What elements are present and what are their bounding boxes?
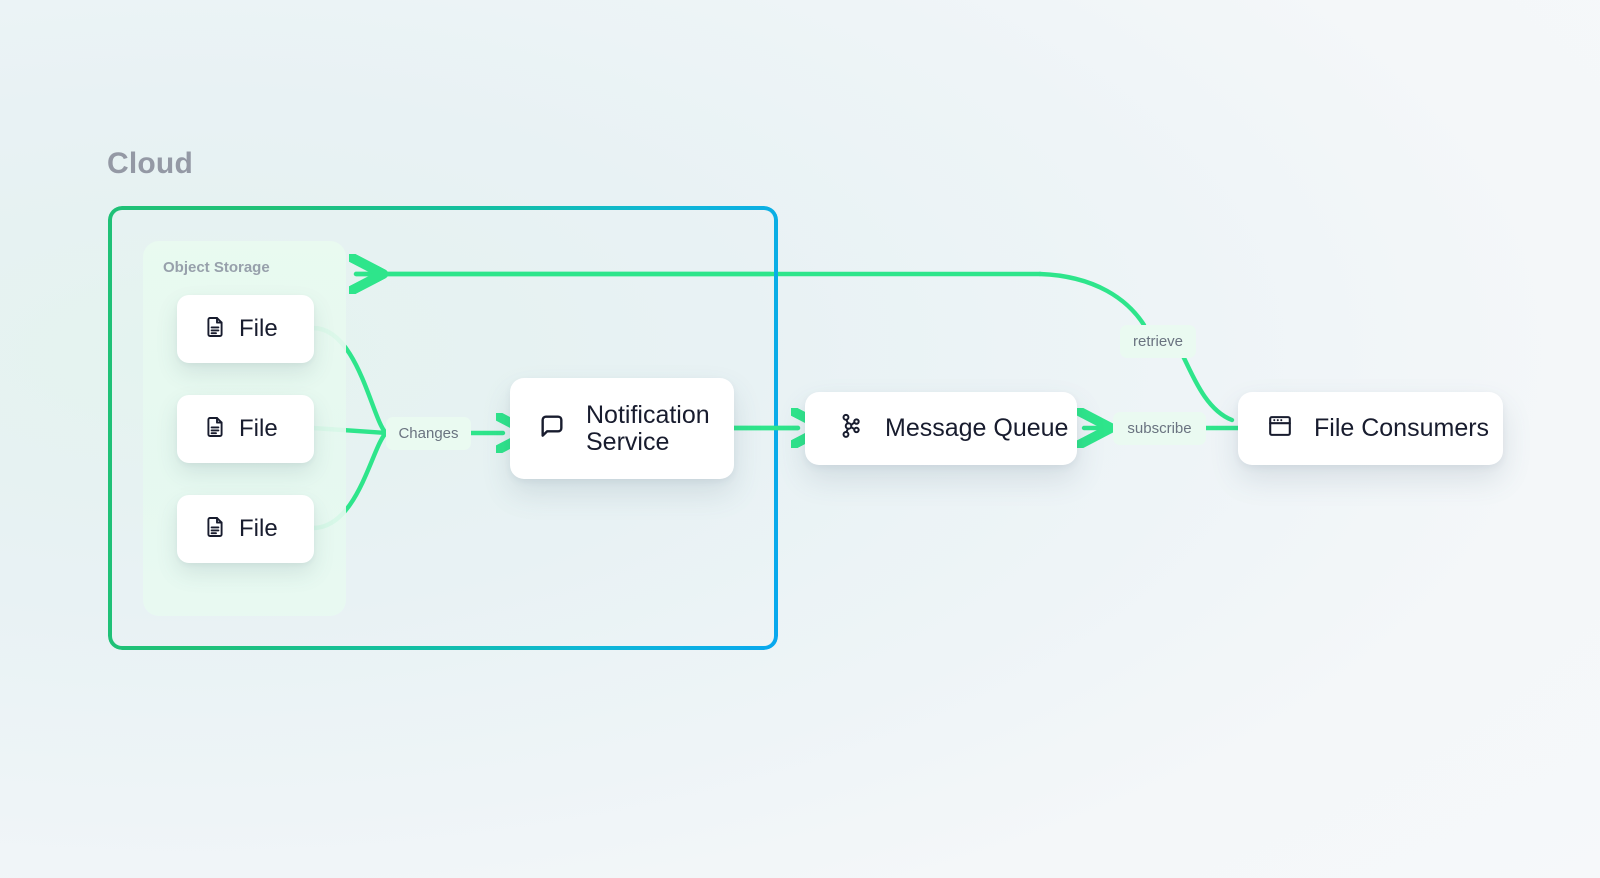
node-label-line1: Notification bbox=[586, 400, 710, 429]
node-label: Notification Service bbox=[586, 400, 710, 456]
node-label: Message Queue bbox=[885, 414, 1069, 442]
cloud-title: Cloud bbox=[107, 147, 193, 180]
edge-consumers-to-retrieve bbox=[1180, 353, 1235, 423]
edge-label-subscribe: subscribe bbox=[1113, 412, 1206, 445]
edge-retrieve-to-rail bbox=[1037, 271, 1147, 328]
edge-label-changes: Changes bbox=[386, 417, 471, 450]
browser-window-icon bbox=[1266, 412, 1294, 445]
node-label: File Consumers bbox=[1314, 414, 1490, 442]
node-notification-service[interactable]: Notification Service bbox=[510, 378, 734, 479]
chat-bubble-icon bbox=[536, 410, 568, 447]
node-graph-icon bbox=[835, 412, 863, 445]
node-message-queue[interactable]: Message Queue bbox=[805, 392, 1077, 465]
edge-label-retrieve: retrieve bbox=[1120, 325, 1196, 358]
node-label-line2: Service bbox=[586, 427, 670, 456]
node-file-consumers[interactable]: File Consumers bbox=[1238, 392, 1503, 465]
